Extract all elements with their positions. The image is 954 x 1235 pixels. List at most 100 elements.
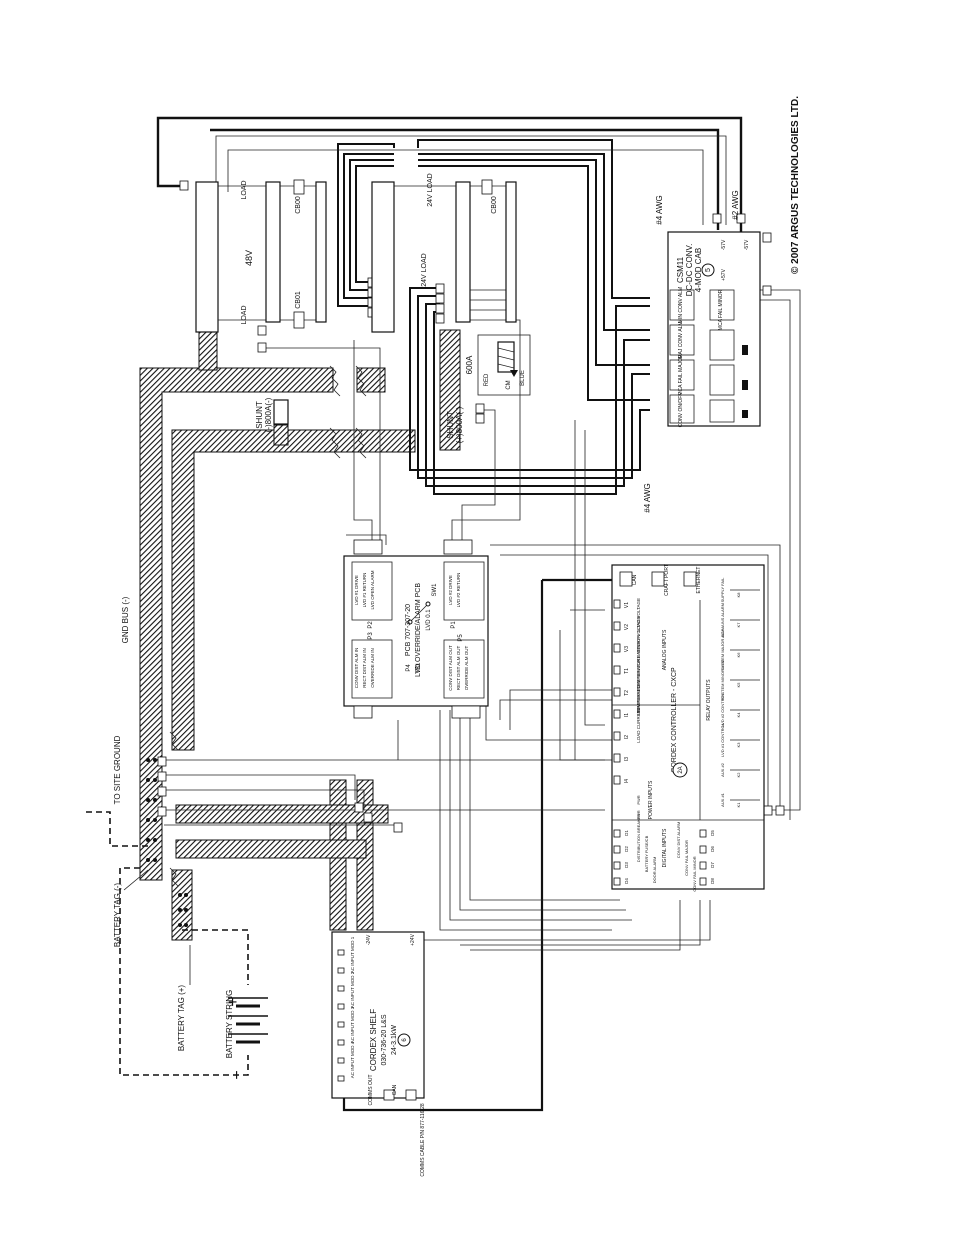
- relay-terminals: [730, 589, 760, 801]
- relay-term-5: K6: [736, 652, 741, 658]
- digital-term-7: D8: [710, 878, 715, 884]
- conv-alarm-1: MAJ CONV ALM: [678, 321, 684, 358]
- shelf-slot-markers: [337, 949, 417, 1101]
- relay-outputs-label: RELAY OUTPUTS: [706, 679, 712, 721]
- analog-name-0: LOAD VOLTAGE: [636, 598, 641, 632]
- shelf-pos-term: +24V: [410, 933, 416, 945]
- load-top-label: LOAD: [241, 180, 248, 199]
- wire-blue-label: BLUE: [520, 370, 526, 386]
- cb00-label: CB00: [295, 196, 302, 214]
- shelf-slot-0: AC INPUT MOD 1: [350, 936, 355, 973]
- copyright-notice: © 2007 ARGUS TECHNOLOGIES LTD.: [790, 96, 801, 274]
- wire-awg-right: #2 AWG: [731, 190, 740, 220]
- digital-name-5: CONV FAIL MINOR: [692, 856, 697, 891]
- pcb-p5: P5: [458, 634, 464, 642]
- pcb-relay-0: LVD #1 DRIVE: [354, 575, 359, 605]
- comms-cable-label: COMMS CABLE P/N 877-116-28: [420, 1103, 426, 1176]
- gnd-bus-label: GND BUS (-): [121, 596, 130, 643]
- digital-term-5: D6: [710, 846, 715, 852]
- conv-alarm-2: MCA FAIL MAJOR: [678, 354, 684, 396]
- pcb-p2: P2: [368, 621, 374, 629]
- shelf-title: CORDEX SHELF: [369, 1009, 378, 1071]
- digital-term-6: D7: [710, 862, 715, 868]
- breaker-panel-48v: 48V LOAD LOAD CB00 CB01: [195, 179, 327, 333]
- lvd-override-pcb: PCB 707-307-20 LVD OVERRIDE/ALARM PCB SW…: [343, 539, 489, 719]
- relay-name-2: LVD #1 CONTROL: [720, 722, 725, 756]
- shelf-rating: 24-3.1kW: [391, 1025, 398, 1055]
- wire-awg-top: #4 AWG: [655, 195, 664, 225]
- dc-dc-converter-cabinet: CSM11 DC-DC CONV. 4-MOD CAB 5 MIN CONV A…: [667, 231, 761, 427]
- pcb-title: PCB 707-307-20: [405, 604, 412, 656]
- cb01-label: CB01: [295, 291, 302, 309]
- bus-break-marks: [169, 365, 367, 887]
- conv-alarm-0: MIN CONV ALM: [678, 287, 684, 323]
- shelf-can-label: CAN: [392, 1084, 398, 1095]
- shunt-mid-rating: (+)800A(-): [455, 406, 464, 443]
- pcb-input-4: RECT DIST ALM OUT: [456, 645, 461, 690]
- controller-callout: 2A: [678, 766, 684, 773]
- battery-plus-sign: +: [225, 997, 242, 1006]
- ethernet-port-label: ETHERNET: [696, 567, 702, 594]
- analog-term-5: I1: [624, 713, 630, 717]
- digital-name-1: BATTERY FUSE/CB: [644, 835, 649, 872]
- pcb-relay-1: LVD #1 RETURN: [362, 573, 367, 608]
- converter-callout: 5: [705, 268, 712, 272]
- digital-term-1: D2: [624, 846, 629, 852]
- pcb-input-5: OVERRIDE ALM OUT: [464, 645, 469, 690]
- pcb-relay-3: LVD #2 DRIVE: [448, 575, 453, 605]
- pcb-relay-2: LVD OPEN ALARM: [370, 570, 375, 609]
- converter-title: CSM11: [676, 256, 685, 283]
- analog-term-7: I3: [624, 757, 630, 761]
- analog-inputs-label: ANALOG INPUTS: [662, 629, 668, 670]
- analog-term-1: V2: [624, 624, 630, 630]
- analog-term-2: V3: [624, 646, 630, 652]
- craft-port-label: CRAFT PORT: [664, 564, 670, 596]
- lvd-contactor: 600A RED BLUE CM: [465, 334, 531, 396]
- pcb-p3: P3: [368, 632, 374, 640]
- shelf-part-number: 030-736-20 L&S: [381, 1014, 388, 1065]
- relay-name-4: SYSTEM MINOR ALM: [720, 660, 725, 700]
- relay-name-1: AUX #2: [720, 762, 725, 777]
- shelf-slot-1: AC INPUT MOD 2: [350, 971, 355, 1008]
- analog-term-4: T2: [624, 690, 630, 696]
- analog-name-3: TEMPERATURE SENSOR: [636, 658, 641, 713]
- analog-terminals: [613, 599, 621, 785]
- conv-side-2: +57V: [721, 268, 727, 280]
- pcb-input-0: CONV DIST ALM IN: [354, 648, 359, 688]
- relay-name-7: SUPPLY FAIL: [720, 577, 725, 603]
- relay-term-1: K2: [736, 772, 741, 778]
- relay-name-5: SYSTEM MAJOR ALM: [720, 630, 725, 671]
- relay-term-6: K7: [736, 622, 741, 628]
- can-port-label: CAN: [632, 574, 638, 585]
- relay-term-4: K5: [736, 682, 741, 688]
- power-term-1: PWR: [636, 810, 641, 819]
- analog-term-6: I2: [624, 735, 630, 739]
- pcb-tb1: TB1: [416, 662, 422, 674]
- ground-bus-terminals: [146, 758, 188, 927]
- battery-minus-sign: −: [229, 1070, 246, 1079]
- shunt-top: SHUNT (-)800A(-): [255, 397, 289, 432]
- digital-terminals: [613, 829, 707, 886]
- shunt-top-title: SHUNT: [255, 401, 264, 429]
- wire-red-label: RED: [484, 373, 490, 386]
- controller-title: CORDEX CONTROLLER - CXCP: [671, 667, 678, 773]
- shelf-callout: 6: [402, 1038, 408, 1042]
- pcb-input-2: OVERRIDE ALM IN: [370, 648, 375, 688]
- digital-inputs-label: DIGITAL INPUTS: [662, 828, 668, 867]
- digital-name-0: DISTRIBUTION BREAKER: [636, 814, 641, 863]
- battery-circuit: + −: [85, 811, 268, 1080]
- digital-name-2: DOOR ALARM: [652, 857, 657, 884]
- relay-name-6: AC MAINS ALARM: [720, 603, 725, 637]
- cb00-24v-label: CB00: [491, 196, 498, 214]
- shelf-neg-term: -24V: [366, 934, 372, 945]
- pcb-lvd-label: LVD 0.1: [426, 609, 432, 631]
- converter-alarm-blocks: [669, 289, 748, 424]
- digital-term-4: D5: [710, 830, 715, 836]
- shunt-top-rating: (-)800A(-): [264, 397, 273, 432]
- digital-term-3: D4: [624, 878, 629, 884]
- pcb-input-3: CONV DIST ALM OUT: [448, 645, 453, 691]
- load-24v-bottom-label: 24V LOAD: [421, 253, 428, 286]
- shelf-slot-3: AC INPUT MOD 4: [350, 1041, 355, 1078]
- power-inputs-label: POWER INPUTS: [648, 780, 654, 819]
- relay-name-3: LVD #2 CONTROL: [720, 692, 725, 726]
